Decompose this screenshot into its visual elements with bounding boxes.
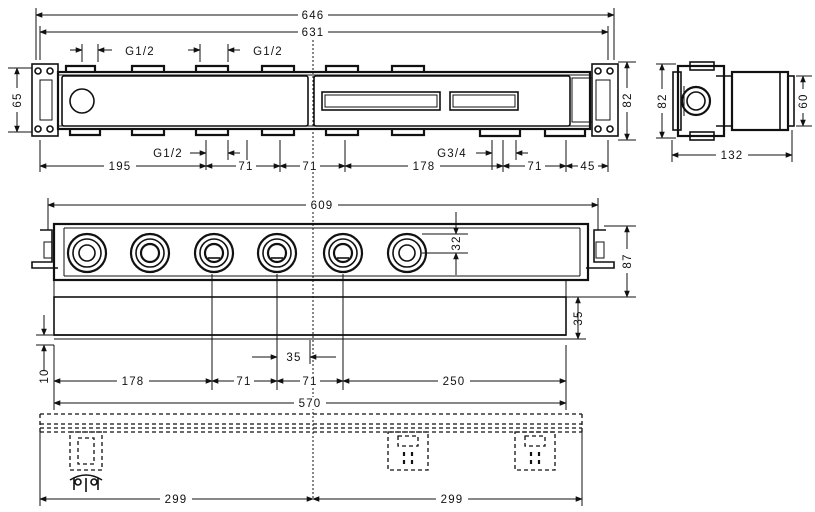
dim-label-front-250: 250: [443, 376, 466, 388]
dim-label-82-top: 82: [622, 92, 634, 107]
front-view: 609: [31, 198, 636, 410]
bottom-ports: [68, 128, 587, 138]
dim-label-45: 45: [580, 161, 595, 173]
front-valve-2: [129, 232, 171, 274]
dim-label-82-side: 82: [657, 93, 669, 108]
valve-body-front: [52, 222, 590, 282]
dim-label-87: 87: [622, 253, 634, 268]
side-port-icon: [680, 85, 712, 117]
dim-label-71b: 71: [302, 161, 317, 173]
dim-label-35-vertical: 35: [573, 310, 585, 325]
dim-label-646: 646: [302, 10, 325, 22]
dim-label-10: 10: [39, 368, 51, 383]
dim-label-32: 32: [451, 235, 463, 250]
dim-label-front-178: 178: [122, 376, 145, 388]
display-window-1: [321, 91, 441, 111]
dim-label-71c: 71: [527, 161, 542, 173]
front-valve-3: [193, 232, 235, 274]
dim-label-299-right: 299: [441, 494, 464, 506]
mounting-rail-view: 299 299: [39, 413, 583, 506]
dim-label-178: 178: [413, 161, 436, 173]
thread-label-top-left: G1/2: [125, 46, 155, 58]
left-mounting-bracket: [31, 63, 59, 137]
thread-label-top-right: G1/2: [253, 46, 283, 58]
dim-label-570: 570: [299, 398, 322, 410]
dim-label-65: 65: [12, 92, 24, 107]
front-valve-5: [322, 232, 364, 274]
dim-label-front-71a: 71: [236, 376, 251, 388]
rail-clip-left: [69, 431, 103, 492]
front-valve-6: [386, 232, 428, 274]
cover-plate-right: [313, 75, 571, 127]
side-view: 82 60 132: [656, 61, 812, 162]
dim-label-71a: 71: [238, 161, 253, 173]
cover-plate-left: [61, 75, 309, 127]
display-window-2: [449, 91, 519, 111]
dim-label-132: 132: [721, 150, 744, 162]
dim-label-195: 195: [109, 161, 132, 173]
dim-label-609: 609: [311, 200, 334, 212]
rail-clip-right: [514, 431, 556, 471]
valve-body-top: [56, 70, 592, 131]
front-valve-4: [256, 232, 298, 274]
dim-label-front-71b: 71: [302, 376, 317, 388]
rail-clip-middle: [387, 431, 429, 471]
dim-label-631: 631: [302, 27, 325, 39]
dim-label-35-horizontal: 35: [286, 352, 301, 364]
dim-label-299-left: 299: [165, 494, 188, 506]
front-valve-1: [66, 232, 108, 274]
installation-plate: [53, 296, 567, 336]
knob-icon: [69, 88, 95, 114]
right-mounting-bracket: [571, 63, 619, 137]
thread-label-large: G3/4: [437, 148, 467, 160]
thread-label-bottom: G1/2: [153, 148, 183, 160]
top-view: 646 631 G1/2 G1/2 65: [8, 8, 636, 500]
top-ports: [64, 64, 426, 73]
dim-label-60: 60: [798, 93, 810, 108]
